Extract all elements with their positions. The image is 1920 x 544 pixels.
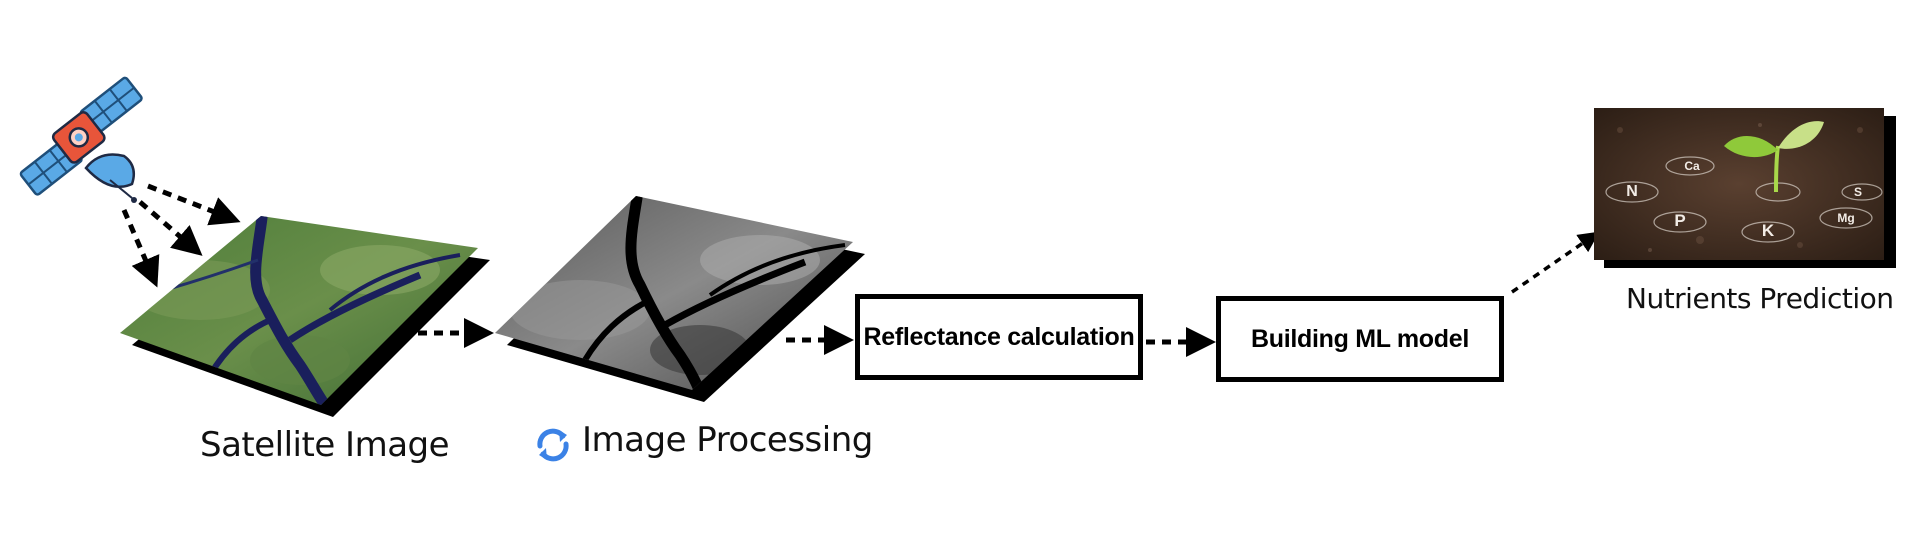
refresh-icon <box>537 428 569 462</box>
nutrient-symbol-k: K <box>1762 221 1775 240</box>
arrow-to-nutrients <box>1511 231 1600 294</box>
nutrient-symbol-p: P <box>1674 211 1685 230</box>
soil-nutrient-image <box>1594 108 1896 268</box>
satellite-icon <box>19 76 143 203</box>
nutrient-symbol-mg: Mg <box>1837 211 1854 225</box>
seedling-icon <box>1724 121 1824 193</box>
nutrient-symbol-ca: Ca <box>1684 159 1700 173</box>
ml-model-box: Building ML model <box>1216 296 1504 382</box>
nutrients-prediction-label: Nutrients Prediction <box>1626 282 1894 315</box>
image-processing-label: Image Processing <box>582 420 873 460</box>
nutrient-symbol-s: S <box>1854 185 1862 199</box>
processed-image-tile <box>495 196 865 402</box>
reflectance-calculation-box: Reflectance calculation <box>855 294 1143 380</box>
nutrient-symbol-n: N <box>1626 183 1638 200</box>
satellite-image-tile <box>120 216 490 417</box>
beam-arrows <box>121 183 241 288</box>
ml-model-label: Building ML model <box>1250 324 1470 353</box>
reflectance-calculation-label: Reflectance calculation <box>863 322 1135 351</box>
satellite-image-label: Satellite Image <box>200 425 450 465</box>
